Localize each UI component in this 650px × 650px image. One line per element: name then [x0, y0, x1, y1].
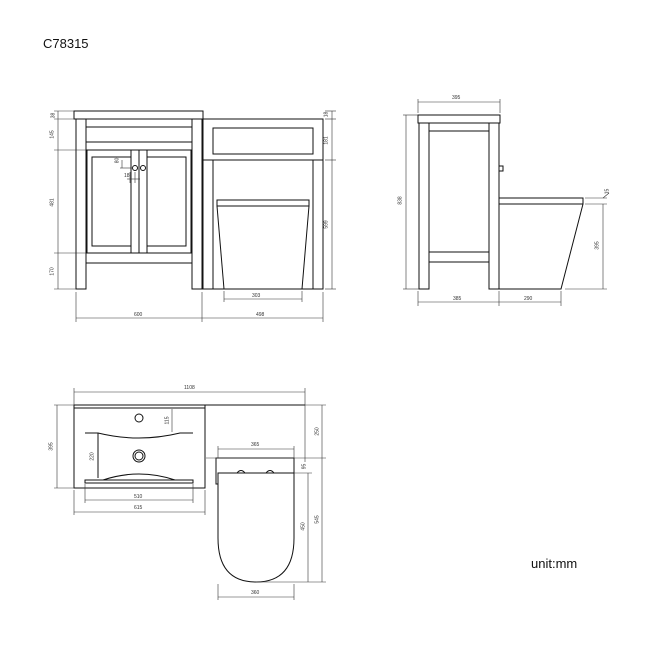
unit-label: unit:mm: [531, 556, 578, 571]
dim-plan-cistern-depth: 250: [314, 427, 321, 436]
dim-side-top-depth: 395: [452, 95, 461, 101]
plan-view: [54, 388, 326, 600]
dim-plan-seat-width: 365: [251, 442, 260, 448]
dim-unit-panel: 181: [323, 136, 330, 145]
dim-front-door-height: 481: [49, 198, 56, 207]
dim-plan-overall-width: 1108: [184, 385, 195, 391]
dim-side-cabinet-depth: 385: [453, 296, 462, 302]
dim-side-seat-thickness: 15: [604, 188, 611, 195]
dim-side-total-height: 838: [397, 196, 404, 205]
dim-plan-seat-gap: 95: [301, 463, 308, 470]
dim-plan-basin-depth: 395: [48, 442, 55, 451]
dim-plan-total-depth: 545: [314, 515, 321, 524]
front-view: [54, 110, 336, 322]
dim-plan-pan-length: 450: [300, 522, 307, 531]
dim-vanity-width: 600: [134, 312, 143, 318]
dim-plan-basin-width: 615: [134, 505, 143, 511]
dim-plan-tap-offset: 115: [164, 416, 171, 425]
dim-side-pan-projection: 290: [524, 296, 533, 302]
dim-plan-pan-width: 360: [251, 590, 260, 596]
dim-plan-bowl-width: 510: [134, 494, 143, 500]
dim-handle-vertical: 80: [114, 157, 121, 164]
dim-front-leg-height: 170: [49, 267, 56, 276]
dim-front-rail-height: 145: [49, 130, 56, 139]
drawing-title: C78315: [43, 36, 89, 51]
dim-unit-lower: 599: [323, 220, 330, 229]
dim-pan-width: 303: [252, 293, 261, 299]
dim-toilet-unit-width: 498: [256, 312, 265, 318]
dim-side-pan-height: 395: [594, 241, 601, 250]
dim-plan-bowl-depth: 220: [89, 452, 96, 461]
side-view: [403, 99, 610, 306]
dim-front-top-thickness: 38: [50, 112, 57, 119]
dim-handle-horizontal: 18: [124, 173, 130, 179]
dim-unit-top: 18: [323, 111, 330, 118]
